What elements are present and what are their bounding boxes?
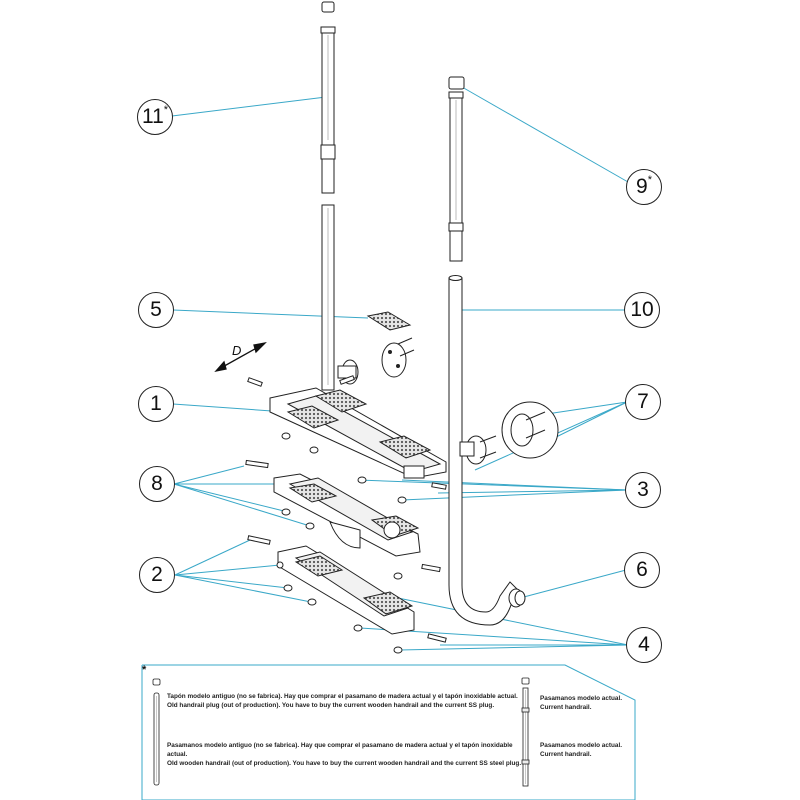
callout-7: 7 (625, 384, 661, 420)
dimension-d-arrow (214, 341, 267, 373)
note-current-top-en: Current handrail. (540, 704, 592, 711)
left-tube-lower (321, 204, 335, 391)
right-handrail-upper (448, 76, 465, 262)
callout-1: 1 (138, 386, 174, 422)
hardware (245, 375, 447, 654)
note-old-handrail-en: Old wooden handrail (out of production).… (167, 760, 522, 767)
legend-old-plug (152, 678, 161, 686)
dimension-d-label: D (232, 343, 242, 358)
step-1 (269, 387, 447, 479)
note-current-top: Pasamanos modelo actual. Current handrai… (540, 694, 630, 712)
end-cap (508, 588, 526, 608)
note-current-top-es: Pasamanos modelo actual. (540, 695, 623, 702)
callout-11: 11* (137, 99, 173, 135)
step-2 (273, 473, 421, 557)
callout-6: 6 (624, 552, 660, 588)
step-3 (277, 545, 415, 635)
note-old-plug-en: Old handrail plug (out of production). Y… (167, 702, 495, 709)
legend-star: * (142, 664, 147, 676)
magnified-flange (501, 401, 559, 459)
legend-box (141, 664, 636, 800)
legend-current-handrail (521, 677, 530, 787)
callout-2: 2 (139, 557, 175, 593)
legend-old-handrail (153, 692, 160, 786)
note-old-handrail: Pasamanos modelo antiguo (no se fabrica)… (167, 741, 527, 768)
note-current-bottom-en: Current handrail. (540, 751, 592, 758)
note-old-plug-es: Tapón modelo antiguo (no se fabrica). Ha… (167, 693, 518, 700)
note-old-plug: Tapón modelo antiguo (no se fabrica). Ha… (167, 692, 527, 710)
note-old-handrail-es: Pasamanos modelo antiguo (no se fabrica)… (167, 742, 513, 758)
callout-4: 4 (626, 627, 662, 663)
left-handrail-upper (320, 1, 336, 194)
callout-10: 10 (624, 292, 660, 328)
callout-8: 8 (139, 466, 175, 502)
right-flange (459, 435, 497, 465)
callout-3: 3 (625, 472, 661, 508)
note-current-bottom-es: Pasamanos modelo actual. (540, 742, 623, 749)
callout-5: 5 (138, 292, 174, 328)
note-current-bottom: Pasamanos modelo actual. Current handrai… (540, 741, 630, 759)
callout-9: 9* (626, 169, 662, 205)
anti-slip-pad (366, 311, 412, 331)
